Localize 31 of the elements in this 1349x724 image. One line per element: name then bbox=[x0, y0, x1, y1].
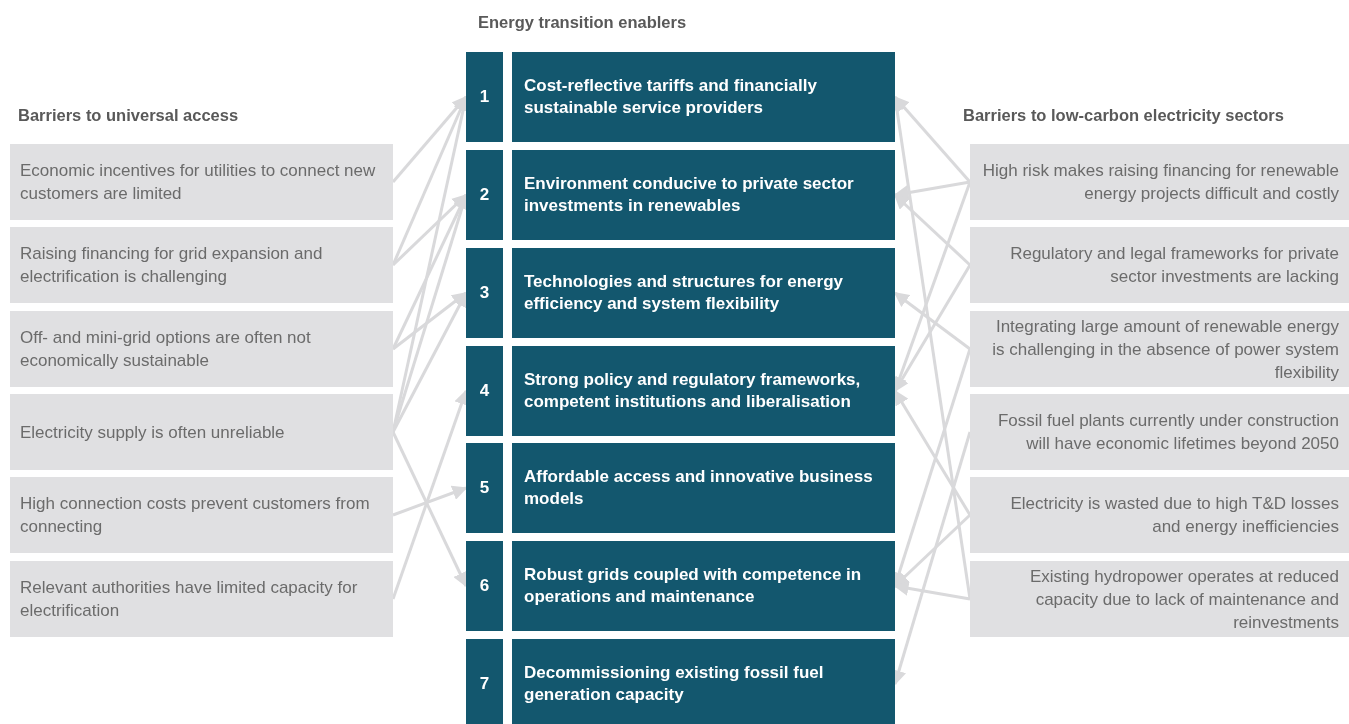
barrier-box: Relevant authorities have limited capacity for electrification bbox=[10, 561, 393, 637]
barrier-box: High connection costs prevent customers from connecting bbox=[10, 477, 393, 553]
step-number: 2 bbox=[466, 150, 503, 240]
step-number: 1 bbox=[466, 52, 503, 142]
barrier-box: Electricity supply is often unreliable bbox=[10, 394, 393, 470]
column-heading: Barriers to low-carbon electricity sectors bbox=[963, 106, 1284, 125]
enabler-box: Robust grids coupled with competence in operations and maintenance bbox=[512, 541, 895, 631]
barrier-box: Integrating large amount of renewable energy is challenging in the absence of power system flexibility bbox=[970, 311, 1349, 387]
step-number: 5 bbox=[466, 443, 503, 533]
barrier-box: Raising financing for grid expansion and electrification is challenging bbox=[10, 227, 393, 303]
step-number: 4 bbox=[466, 346, 503, 436]
diagram-title: Energy transition enablers bbox=[478, 13, 687, 32]
barrier-box: Existing hydropower operates at reduced capacity due to lack of maintenance and reinvestments bbox=[970, 561, 1349, 637]
arrow bbox=[392, 485, 468, 517]
barrier-box: High risk makes raising financing for renewable energy projects difficult and costly bbox=[970, 144, 1349, 220]
enabler-box: Technologies and structures for energy efficiency and system flexibility bbox=[512, 248, 895, 338]
enabler-box: Affordable access and innovative business models bbox=[512, 443, 895, 533]
column-heading: Barriers to universal access bbox=[18, 106, 239, 125]
barrier-box: Economic incentives for utilities to connect new customers are limited bbox=[10, 144, 393, 220]
barrier-box: Regulatory and legal frameworks for private sector investments are lacking bbox=[970, 227, 1349, 303]
enabler-box: Environment conducive to private sector investments in renewables bbox=[512, 150, 895, 240]
step-number: 3 bbox=[466, 248, 503, 338]
step-number: 6 bbox=[466, 541, 503, 631]
barrier-box: Off- and mini-grid options are often not economically sustainable bbox=[10, 311, 393, 387]
enabler-box: Strong policy and regulatory frameworks, competent institutions and liberalisation bbox=[512, 346, 895, 436]
enabler-box: Decommissioning existing fossil fuel generation capacity bbox=[512, 639, 895, 724]
barrier-box: Fossil fuel plants currently under construction will have economic lifetimes beyond 2050 bbox=[970, 394, 1349, 470]
enabler-box: Cost-reflective tariffs and financially sustainable service providers bbox=[512, 52, 895, 142]
arrow bbox=[392, 291, 468, 351]
barrier-box: Electricity is wasted due to high T&D losses and energy inefficiencies bbox=[970, 477, 1349, 553]
step-number: 7 bbox=[466, 639, 503, 724]
